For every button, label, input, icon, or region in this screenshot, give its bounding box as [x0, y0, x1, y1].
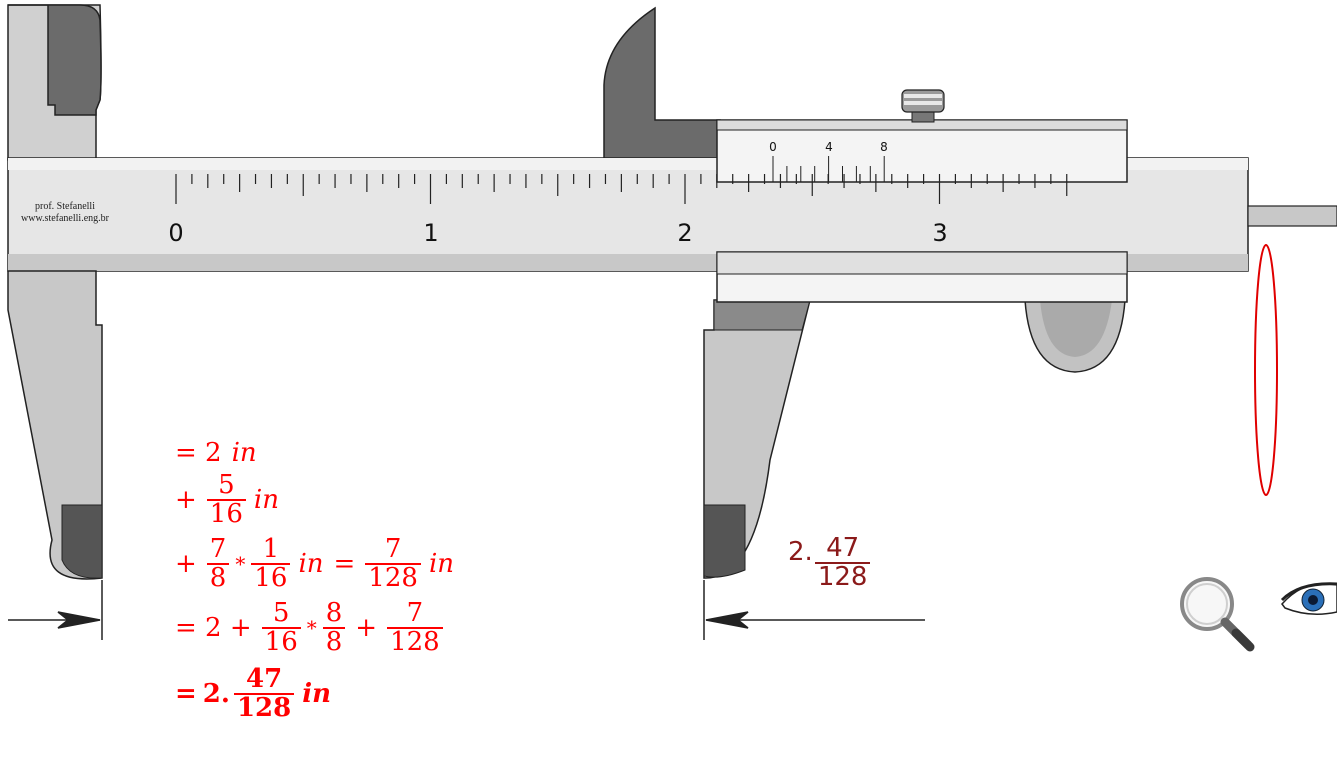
fixed-lower-jaw — [7, 270, 103, 580]
calc-line-3-frac-1: 7 8 — [206, 534, 230, 593]
calc-line-3-num-1: 7 — [209, 534, 227, 564]
calc-line-1-unit: in — [231, 438, 257, 468]
calc-line-3: + 7 8 * 1 16 in = 7 128 in — [175, 534, 458, 593]
calc-line-3-num-2: 1 — [262, 534, 280, 564]
calc-line-2: + 5 16 in — [175, 470, 283, 529]
calc-line-3-den-1: 8 — [206, 563, 230, 592]
result-label: 2. 47 128 — [788, 533, 872, 592]
calc-line-4-frac-3: 7 128 — [387, 598, 443, 657]
calc-line-5-fraction: 47 128 — [233, 664, 295, 723]
calc-line-4-den-3: 128 — [387, 627, 443, 656]
calc-line-4-star: * — [306, 616, 317, 641]
calc-line-5: = 2. 47 128 in — [175, 664, 335, 723]
vernier-label-8: 8 — [880, 140, 888, 154]
calc-line-2-den: 16 — [206, 499, 246, 528]
calc-line-1: = 2 in — [175, 440, 261, 466]
result-whole: 2. — [788, 537, 813, 567]
calc-line-2-num: 5 — [218, 470, 235, 500]
vernier-label-4: 4 — [825, 140, 833, 154]
sliding-lower-jaw — [703, 299, 811, 579]
sliding-upper-jaw — [603, 6, 721, 161]
calc-line-4-num-1: 5 — [272, 598, 290, 628]
vernier-label-0: 0 — [769, 140, 777, 154]
calc-line-2-op: + — [175, 485, 197, 516]
calc-line-4-den-1: 16 — [261, 627, 301, 656]
calc-line-5-whole: 2. — [202, 679, 230, 710]
calc-line-3-frac-3: 7 128 — [365, 534, 421, 593]
calc-line-3-eq: = — [333, 549, 356, 580]
measurement-arrows — [8, 580, 925, 640]
calc-line-4-plus: + — [355, 613, 378, 644]
calc-line-3-star: * — [235, 552, 246, 577]
calc-line-5-den: 128 — [233, 693, 295, 722]
calc-line-3-num-3: 7 — [384, 534, 402, 564]
calc-line-4-num-2: 8 — [325, 598, 343, 628]
calc-line-3-frac-2: 1 16 — [251, 534, 291, 593]
calc-line-3-den-2: 16 — [251, 563, 291, 592]
main-scale-label-0: 0 — [168, 219, 183, 247]
calc-line-4-eq: = 2 + — [175, 613, 252, 644]
result-num: 47 — [826, 533, 860, 563]
calc-line-4: = 2 + 5 16 * 8 8 + 7 128 — [175, 598, 447, 657]
fixed-upper-jaw — [7, 4, 102, 161]
main-scale-label-3: 3 — [932, 219, 947, 247]
calc-line-5-unit: in — [302, 679, 332, 710]
main-scale-label-2: 2 — [677, 219, 692, 247]
calc-line-3-den-3: 128 — [365, 563, 421, 592]
calc-line-5-eq: = — [175, 679, 197, 710]
credit-line-2: www.stefanelli.eng.br — [21, 213, 110, 224]
eye-icon[interactable] — [1280, 582, 1337, 615]
calc-line-3-unit-2: in — [428, 549, 454, 580]
thumb-wheel — [1024, 299, 1126, 373]
lock-screw — [901, 89, 945, 123]
main-scale-ticks — [175, 174, 1068, 204]
calc-line-4-den-2: 8 — [322, 627, 346, 656]
calc-line-2-unit: in — [253, 485, 279, 516]
calc-line-4-num-3: 7 — [406, 598, 424, 628]
calc-line-3-unit: in — [298, 549, 324, 580]
calc-line-4-frac-1: 5 16 — [261, 598, 301, 657]
calc-line-4-frac-2: 8 8 — [322, 598, 346, 657]
result-den: 128 — [814, 562, 871, 591]
vernier-scale-ticks — [772, 156, 885, 182]
calc-line-2-fraction: 5 16 — [206, 470, 246, 529]
highlight-ellipse — [1254, 244, 1278, 496]
calc-line-5-num: 47 — [246, 664, 283, 694]
result-fraction: 47 128 — [814, 533, 871, 592]
calc-line-3-op: + — [175, 549, 197, 580]
credit-line-1: prof. Stefanelli — [35, 201, 95, 212]
calc-line-1-eq: = 2 — [175, 438, 222, 468]
magnifier-icon[interactable] — [1180, 577, 1255, 652]
main-scale-label-1: 1 — [423, 219, 438, 247]
